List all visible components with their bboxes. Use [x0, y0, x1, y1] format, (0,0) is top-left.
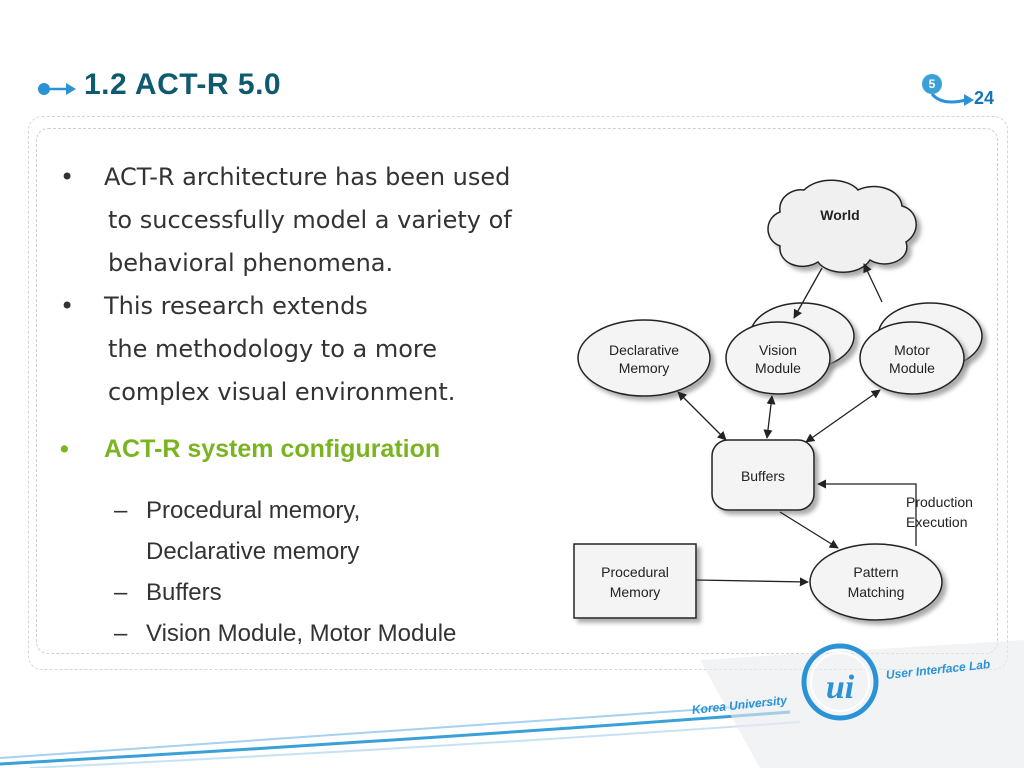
- declarative-label-line2: Memory: [619, 360, 670, 376]
- arrow-motor-to-world: [863, 263, 883, 303]
- vision-label-line1: Vision: [759, 342, 797, 358]
- motor-module-node: [859, 321, 965, 395]
- sub-bullet-line: Procedural memory,: [146, 497, 361, 524]
- bullet-line: ACT-R architecture has been used: [104, 163, 511, 191]
- ui-lab-logo: ui: [801, 643, 879, 721]
- diagram-arrows: [677, 263, 917, 587]
- bullet-dot: •: [60, 163, 75, 191]
- slide-title: 1.2 ACT-R 5.0: [84, 68, 282, 101]
- sub-bullet-item: – Buffers: [58, 572, 558, 613]
- bullet-item: • ACT-R architecture has been used to su…: [58, 156, 568, 285]
- world-cloud: [767, 179, 917, 273]
- arrow-production-execution: [817, 479, 917, 546]
- declarative-label-line1: Declarative: [609, 342, 679, 358]
- sub-bullet-item: – Vision Module, Motor Module: [58, 613, 558, 654]
- content-frame-inner: [36, 128, 998, 654]
- buffers-label: Buffers: [741, 468, 785, 484]
- motor-label-line2: Module: [889, 360, 935, 376]
- act-r-architecture-diagram: World Declarative Memory Vision Module M…: [573, 179, 983, 621]
- motor-label-line1: Motor: [894, 342, 930, 358]
- sub-bullet-line: Vision Module, Motor Module: [146, 620, 457, 647]
- procedural-label-line2: Memory: [610, 584, 661, 600]
- arrow-declarative-buffers: [677, 391, 727, 441]
- pattern-label-line1: Pattern: [853, 564, 898, 580]
- sub-bullet-list: – Procedural memory, Declarative memory …: [58, 490, 558, 654]
- sub-bullet-line: Buffers: [146, 579, 222, 606]
- procedural-label-line1: Procedural: [601, 564, 669, 580]
- sub-bullet-dash: –: [114, 497, 128, 524]
- world-label: World: [820, 207, 859, 223]
- bullet-dot: •: [60, 435, 69, 463]
- page-number: 24: [974, 88, 995, 108]
- bullet-item: • This research extends the methodology …: [58, 285, 568, 414]
- bullet-list: • ACT-R architecture has been used to su…: [58, 156, 568, 471]
- section-number: 5: [922, 74, 942, 94]
- pattern-label-line2: Matching: [848, 584, 905, 600]
- bullet-line: behavioral phenomena.: [108, 249, 394, 277]
- sub-bullet-dash: –: [114, 579, 128, 606]
- arrow-procedural-pattern: [695, 577, 809, 587]
- bullet-line: the methodology to a more: [108, 335, 438, 363]
- declarative-memory-node: [577, 319, 711, 397]
- logo-letters: ui: [826, 669, 855, 706]
- production-label-line2: Execution: [906, 514, 967, 530]
- arrow-buffers-pattern: [779, 511, 839, 549]
- vision-label-line2: Module: [755, 360, 801, 376]
- arrow-bullet-icon: [38, 83, 76, 95]
- bullet-dot: •: [60, 292, 75, 320]
- pattern-matching-node: [809, 543, 943, 621]
- arrow-motor-buffers: [805, 389, 881, 443]
- bullet-line: This research extends: [104, 292, 368, 320]
- bullet-heading: ACT-R system configuration: [104, 435, 441, 463]
- bullet-line: to successfully model a variety of: [108, 206, 512, 234]
- page-number-badge: 5 24: [918, 70, 998, 112]
- sub-bullet-item: – Procedural memory, Declarative memory: [58, 490, 558, 572]
- sub-bullet-line: Declarative memory: [146, 538, 360, 565]
- bottom-decoration: [0, 640, 1024, 768]
- buffers-node: [711, 439, 815, 511]
- production-label-line1: Production: [906, 494, 973, 510]
- procedural-memory-node: [573, 543, 697, 619]
- arrow-world-to-vision: [793, 267, 823, 319]
- sub-bullet-dash: –: [114, 620, 128, 647]
- arrow-vision-buffers: [763, 395, 776, 439]
- bullet-line: complex visual environment.: [108, 378, 456, 406]
- vision-module-node: [725, 321, 831, 395]
- content-frame-outer: [28, 116, 1008, 670]
- curved-arrow-icon: [930, 92, 974, 106]
- bullet-item-heading: • ACT-R system configuration: [58, 428, 568, 471]
